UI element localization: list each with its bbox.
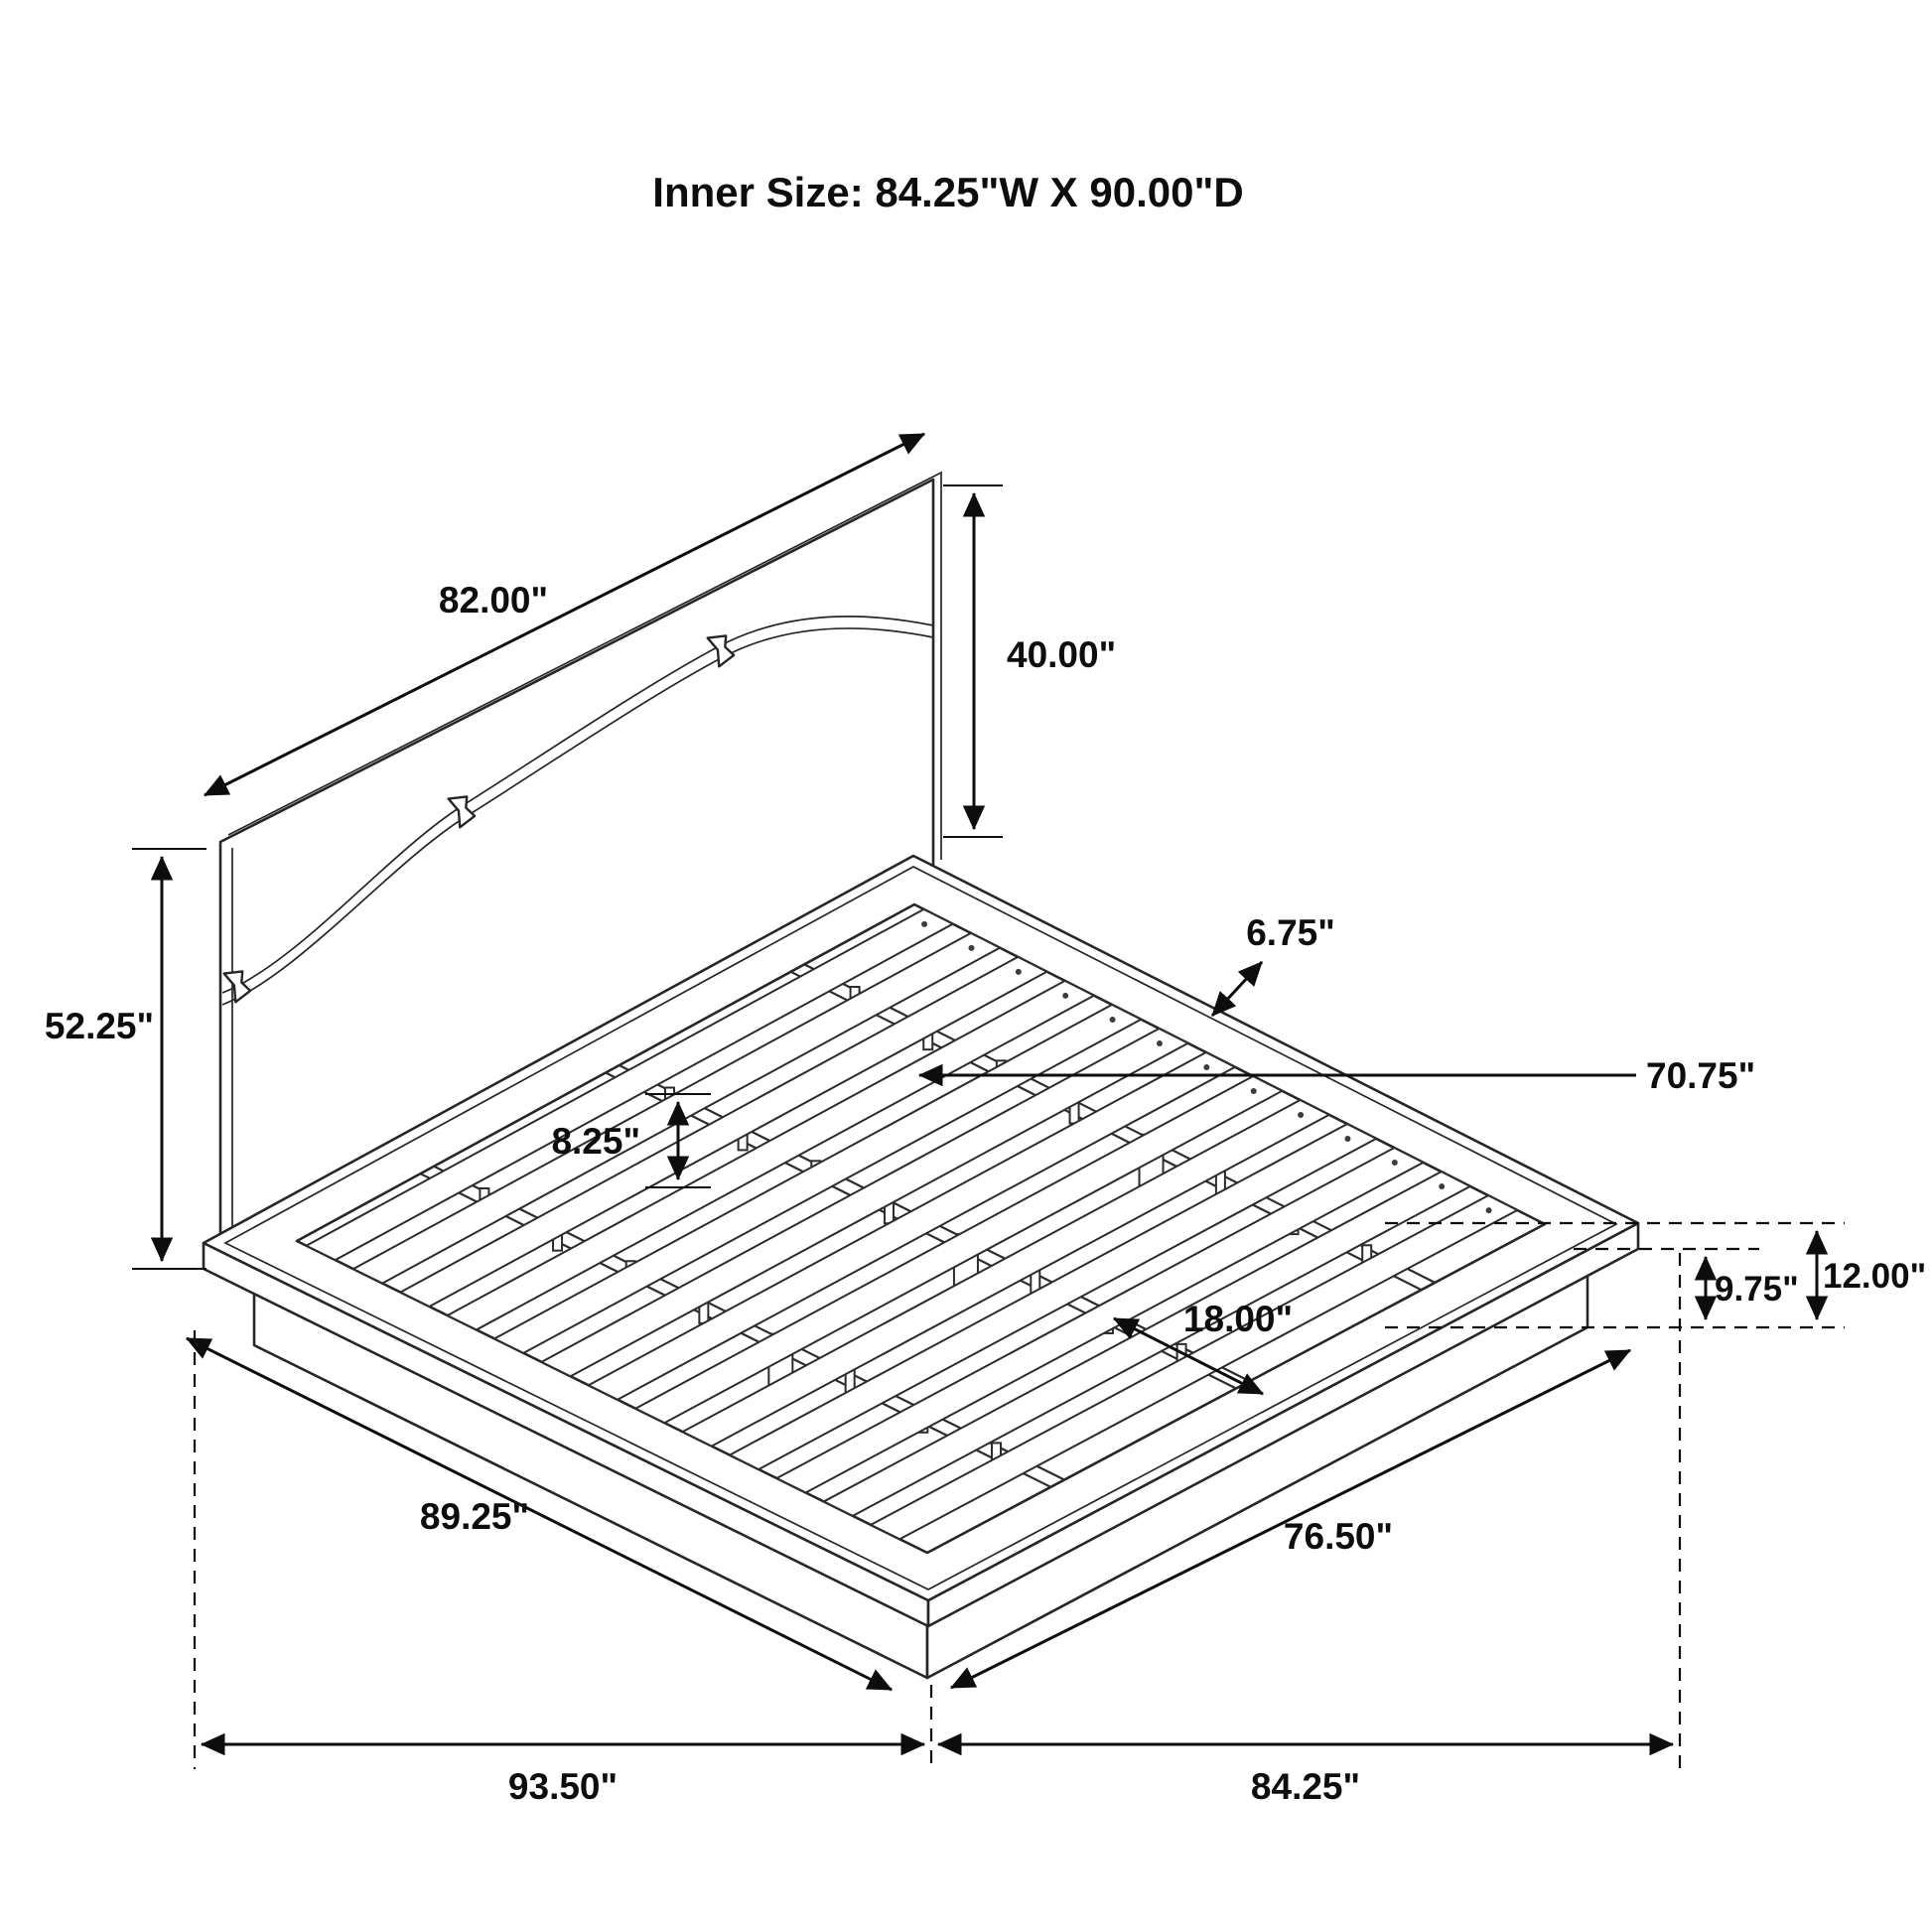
dim-label-foot-edge-width: 76.50" — [1284, 1516, 1393, 1557]
slat-screw-dot — [1485, 1207, 1492, 1214]
dim-label-support-spacing: 18.00" — [1183, 1299, 1293, 1339]
dim-label-support-height: 8.25" — [551, 1121, 640, 1162]
slat-screw-dot — [1156, 1039, 1163, 1046]
dim-line-foot-edge-width — [949, 1348, 1632, 1690]
butterfly-joint-icon — [222, 970, 252, 1004]
slat-screw-dot — [1062, 992, 1069, 999]
dim-label-headboard-panel-height: 40.00" — [1007, 634, 1116, 675]
slat-screw-dot — [1015, 968, 1022, 975]
dim-line-headboard-width — [203, 432, 926, 797]
slat-screw-dot — [1298, 1112, 1305, 1119]
diagram-title: Inner Size: 84.25"W X 90.00"D — [652, 169, 1243, 215]
dim-label-headboard-total-height: 52.25" — [45, 1006, 154, 1046]
slat-screw-dot — [1391, 1160, 1398, 1167]
slat — [398, 955, 1049, 1309]
slat-screw-dot — [968, 944, 975, 951]
dim-label-side-rail-width: 6.75" — [1246, 912, 1335, 953]
dim-line-platform-side-depth — [185, 1336, 894, 1692]
dim-label-base-height: 9.75" — [1715, 1270, 1799, 1309]
dim-label-headboard-width: 82.00" — [439, 580, 548, 621]
dim-label-platform-side-depth: 89.25" — [420, 1496, 529, 1537]
dim-label-platform-height: 12.00" — [1823, 1257, 1926, 1296]
slat-screw-dot — [1344, 1136, 1351, 1143]
dim-label-overall-width: 84.25" — [1251, 1766, 1360, 1807]
slat-screw-dot — [921, 920, 928, 927]
dim-line-side-rail-width — [1210, 960, 1264, 1018]
slat-screw-dot — [1439, 1183, 1446, 1190]
slat-screw-dot — [1109, 1016, 1116, 1023]
butterfly-joint-icon — [447, 795, 477, 829]
dim-label-overall-depth: 93.50" — [508, 1766, 618, 1807]
dimension-annotations: 82.00" 40.00" 52.25" 6.75" 70.75" 8.25" … — [45, 432, 1926, 1807]
slat — [304, 907, 955, 1262]
dim-label-slat-length: 70.75" — [1646, 1055, 1755, 1096]
slat-screw-dot — [1250, 1087, 1257, 1094]
slat-screw-dot — [1203, 1063, 1210, 1070]
